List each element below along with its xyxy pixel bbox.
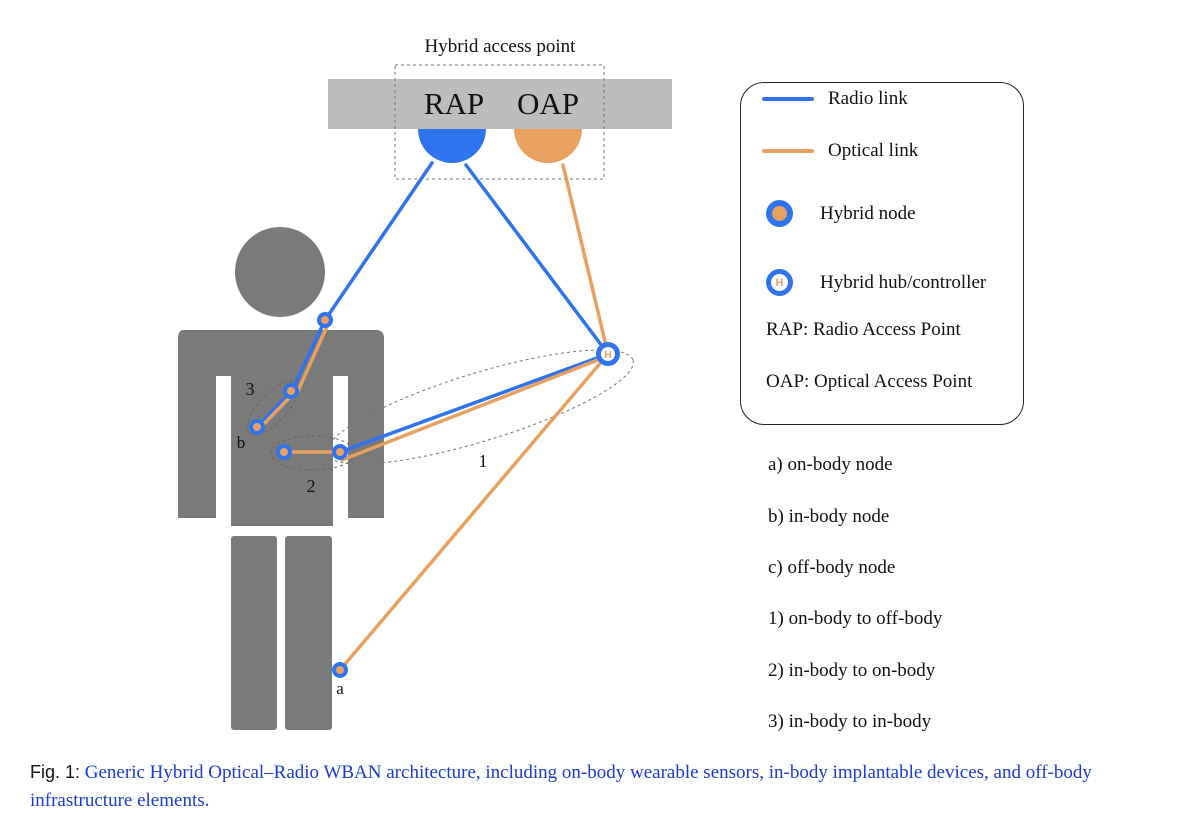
hybrid-node-chest [332, 444, 348, 460]
category-item: b) in-body node [768, 506, 890, 527]
rap-label: RAP [424, 86, 484, 121]
hybrid-node-in-body-2 [276, 444, 292, 460]
hybrid-node-leg-a [332, 662, 348, 678]
optical-link-inbody [257, 391, 296, 431]
hybrid-node-shoulder [317, 312, 333, 328]
oap-antenna [514, 129, 582, 163]
category-item: 3) in-body to in-body [768, 711, 932, 732]
link-group-2-outline [270, 435, 356, 471]
oap-label: OAP [517, 86, 579, 121]
head [235, 227, 325, 317]
radio-link-label: Radio link [828, 88, 908, 109]
radio-link-swatch [762, 97, 814, 101]
legend-hybrid-hub: H Hybrid hub/controller [766, 269, 986, 296]
legend-box [740, 82, 1024, 425]
link-group-1-outline [326, 349, 634, 465]
access-point-bar [328, 79, 672, 129]
label-2: 2 [307, 476, 316, 496]
hybrid-access-point-title: Hybrid access point [425, 36, 577, 57]
optical-link-hub-chest [340, 354, 610, 462]
human-figure [178, 227, 384, 730]
label-b: b [237, 433, 246, 452]
optical-link-shoulder-node [295, 320, 331, 395]
caption-text: Generic Hybrid Optical–Radio WBAN archit… [30, 762, 1092, 811]
radio-link-hub-chest [338, 352, 610, 454]
hybrid-access-point-outline [394, 64, 605, 180]
legend-optical-link: Optical link [762, 140, 918, 162]
optical-link-oap-hub [561, 163, 610, 356]
radio-link-shoulder-node [290, 318, 327, 393]
category-item: 1) on-body to off-body [768, 608, 943, 629]
label-1: 1 [479, 451, 488, 471]
radio-link-rap-hub [464, 163, 610, 356]
legend-hybrid-node: Hybrid node [766, 200, 916, 227]
right-leg [285, 536, 332, 730]
label-3: 3 [246, 379, 255, 399]
optical-link-hub-leg [338, 352, 610, 672]
hybrid-hub-label: Hybrid hub/controller [820, 271, 987, 293]
legend-radio-link: Radio link [762, 88, 908, 110]
hybrid-nodes [249, 312, 348, 678]
hybrid-node-in-body-b [249, 419, 265, 435]
oap-definition: OAP: Optical Access Point [766, 371, 973, 392]
figure-caption: Fig. 1: Generic Hybrid Optical–Radio WBA… [30, 758, 1180, 815]
hybrid-hub: H [596, 342, 620, 366]
figure-label: Fig. 1: [30, 762, 81, 782]
hybrid-node-upper-arm [283, 383, 299, 399]
left-leg [231, 536, 277, 730]
radio-link-rap-shoulder [323, 161, 434, 322]
rap-definition: RAP: Radio Access Point [766, 319, 961, 340]
hybrid-hub-icon: H [766, 269, 793, 296]
optical-link-swatch [762, 149, 814, 153]
label-a: a [336, 679, 344, 698]
optical-link-label: Optical link [828, 140, 919, 161]
optical-links [257, 163, 610, 672]
hybrid-node-icon [766, 200, 793, 227]
rap-antenna [418, 129, 486, 163]
category-item: c) off-body node [768, 557, 896, 578]
hybrid-node-label: Hybrid node [820, 202, 916, 224]
category-item: a) on-body node [768, 454, 893, 475]
hub-glyph: H [604, 350, 611, 361]
torso-arms [178, 330, 384, 526]
category-item: 2) in-body to on-body [768, 660, 936, 681]
